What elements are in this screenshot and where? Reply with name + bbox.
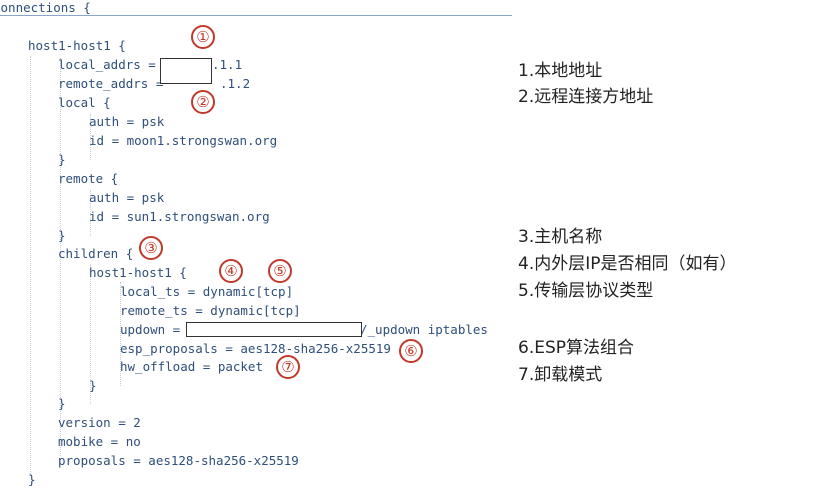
code-line: auth = psk <box>89 114 165 129</box>
code-line: .1.1 <box>212 57 243 72</box>
code-line: } <box>58 152 66 167</box>
code-line: } <box>58 396 66 411</box>
indent-guide <box>60 58 61 456</box>
marker-3-icon: ③ <box>139 236 163 260</box>
code-line: proposals = aes128-sha256-x25519 <box>58 453 299 468</box>
indent-guide <box>90 190 91 236</box>
code-line: version = 2 <box>58 415 141 430</box>
indent-guide <box>30 56 31 476</box>
legend-item: 1.本地地址 <box>518 61 603 81</box>
marker-4-icon: ④ <box>219 259 243 283</box>
code-line: /_updown iptables <box>360 322 488 337</box>
code-line: host1-host1 { <box>28 38 126 53</box>
indent-guide <box>120 282 121 386</box>
redaction-box <box>160 58 212 84</box>
code-line: } <box>28 472 36 487</box>
code-line: mobike = no <box>58 434 141 449</box>
code-line: children { <box>58 246 134 261</box>
code-line: .1.2 <box>220 76 251 91</box>
header-divider <box>0 15 512 16</box>
legend-item: 2.远程连接方地址 <box>518 87 654 107</box>
marker-2-icon: ② <box>191 90 215 114</box>
marker-5-icon: ⑤ <box>268 259 292 283</box>
code-line: esp_proposals = aes128-sha256-x25519 <box>120 341 391 356</box>
indent-guide <box>90 264 91 404</box>
code-line: id = sun1.strongswan.org <box>89 209 270 224</box>
code-line: remote_ts = dynamic[tcp] <box>120 303 301 318</box>
code-line: } <box>58 228 66 243</box>
code-line: id = moon1.strongswan.org <box>89 133 278 148</box>
redaction-box <box>186 322 362 337</box>
code-line: auth = psk <box>89 190 165 205</box>
indent-guide <box>90 114 91 160</box>
code-line: local_ts = dynamic[tcp] <box>120 284 294 299</box>
legend-item: 5.传输层协议类型 <box>518 281 654 301</box>
code-line: remote_addrs = <box>58 76 171 91</box>
legend-item: 3.主机名称 <box>518 227 603 247</box>
marker-7-icon: ⑦ <box>276 355 300 379</box>
code-line: host1-host1 { <box>89 265 187 280</box>
code-line: } <box>89 378 97 393</box>
code-line: remote { <box>58 171 119 186</box>
legend-item: 4.内外层IP是否相同（如有） <box>518 254 737 274</box>
legend-item: 7.卸载模式 <box>518 365 603 385</box>
code-line: updown = <box>120 322 188 337</box>
marker-1-icon: ① <box>191 25 215 49</box>
code-line: hw_offload = packet <box>120 359 263 374</box>
code-line: local_addrs = <box>58 57 164 72</box>
legend-item: 6.ESP算法组合 <box>518 338 635 358</box>
code-line: local { <box>58 95 111 110</box>
code-editor: connections { host1-host1 { local_addrs … <box>0 0 512 487</box>
code-line: connections { <box>0 0 91 15</box>
marker-6-icon: ⑥ <box>399 339 423 363</box>
